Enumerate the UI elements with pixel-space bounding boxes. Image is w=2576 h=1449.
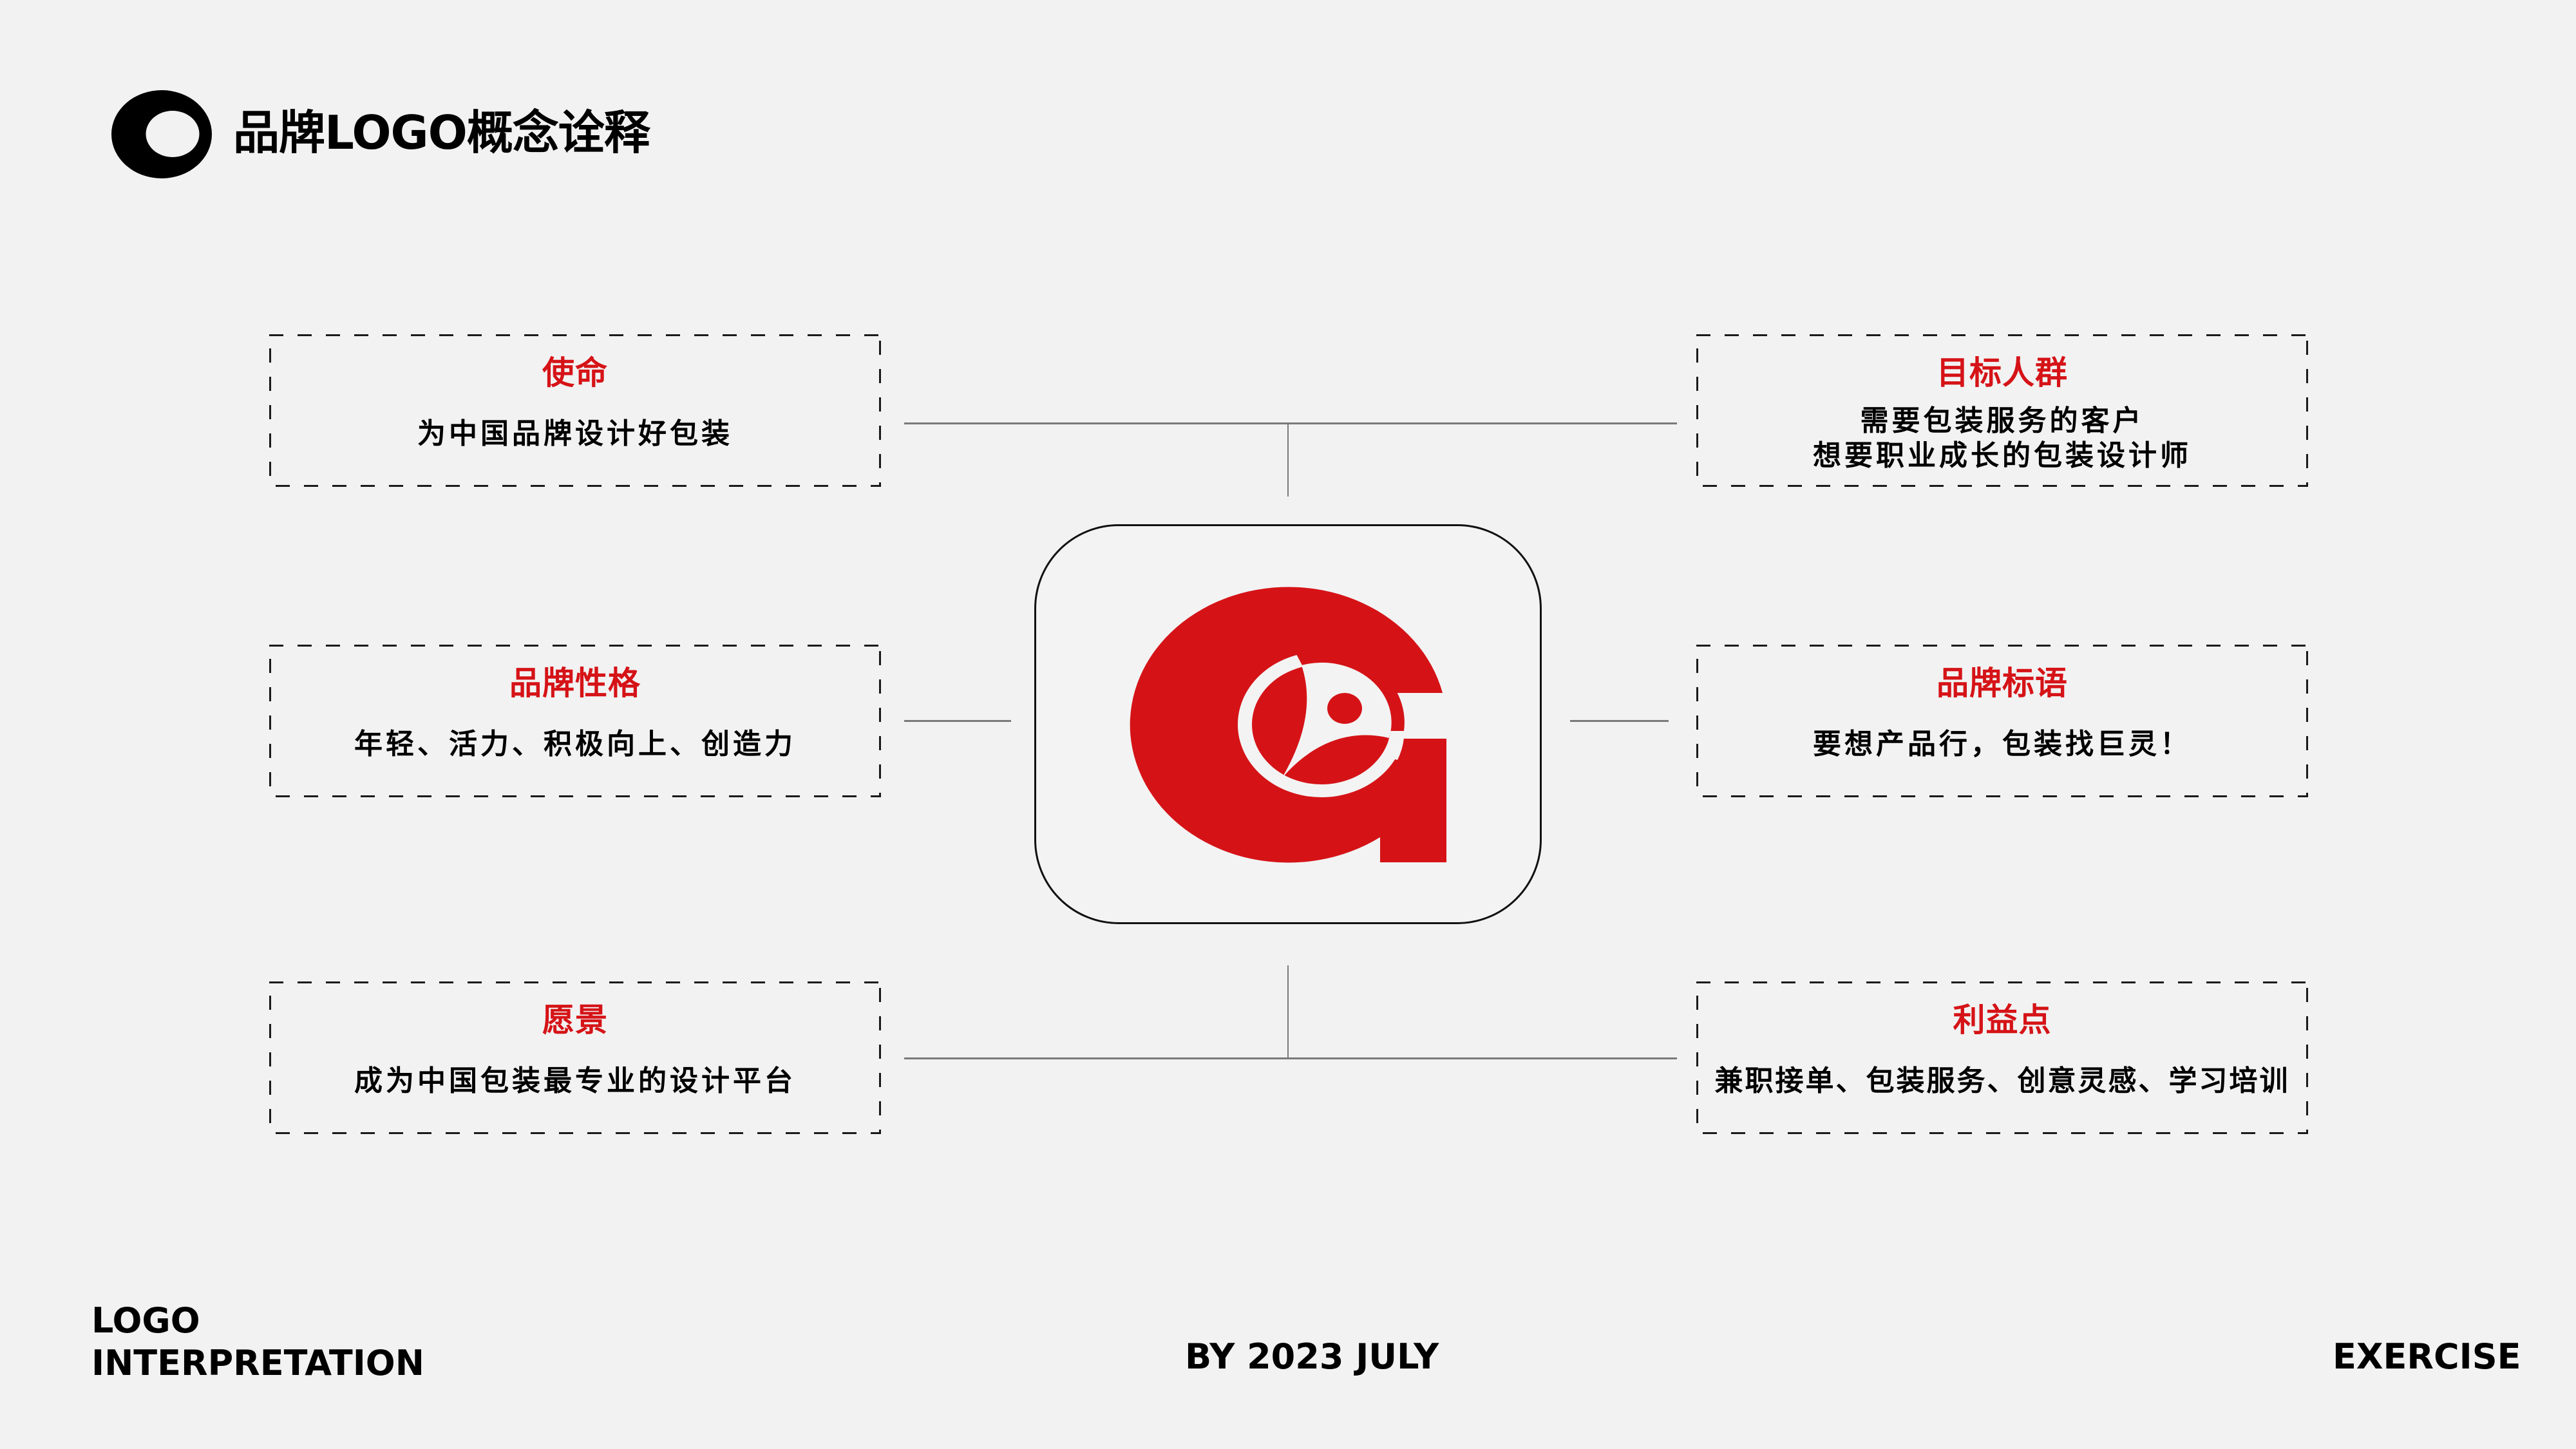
connector-top-vertical	[1287, 423, 1289, 497]
slogan-body: 要想产品行，包装找巨灵！	[1813, 728, 2192, 761]
slogan-title: 品牌标语	[1937, 665, 2068, 702]
target-audience-card: 目标人群 需要包装服务的客户 想要职业成长的包装设计师	[1696, 334, 2308, 487]
connector-middle-right	[1570, 720, 1669, 722]
vision-title: 愿景	[542, 1001, 608, 1039]
vision-card: 愿景 成为中国包装最专业的设计平台	[269, 981, 881, 1134]
connector-bottom-vertical	[1287, 965, 1289, 1058]
personality-body: 年轻、活力、积极向上、创造力	[354, 728, 796, 761]
connector-top-horizontal	[904, 422, 1677, 424]
benefits-card: 利益点 兼职接单、包装服务、创意灵感、学习培训	[1696, 981, 2308, 1134]
footer-right: EXERCISE	[2333, 1336, 2521, 1377]
benefits-body: 兼职接单、包装服务、创意灵感、学习培训	[1714, 1065, 2290, 1097]
mission-title: 使命	[542, 354, 608, 392]
personality-card: 品牌性格 年轻、活力、积极向上、创造力	[269, 645, 881, 797]
connector-middle-left	[904, 720, 1011, 722]
footer-center: BY 2023 JULY	[1185, 1336, 1439, 1377]
mission-card: 使命 为中国品牌设计好包装	[269, 334, 881, 487]
footer-left-line-2: INTERPRETATION	[91, 1343, 424, 1383]
connector-bottom-horizontal	[904, 1057, 1677, 1059]
footer-left-line-1: LOGO	[91, 1300, 200, 1341]
brand-g-logo-icon	[1130, 587, 1455, 863]
benefits-title: 利益点	[1953, 1001, 2052, 1039]
personality-title: 品牌性格	[509, 665, 641, 702]
target-audience-body: 需要包装服务的客户 想要职业成长的包装设计师	[1696, 404, 2308, 473]
slogan-card: 品牌标语 要想产品行，包装找巨灵！	[1696, 645, 2308, 797]
ring-icon	[111, 90, 212, 178]
vision-body: 成为中国包装最专业的设计平台	[354, 1065, 796, 1097]
footer-left: LOGO INTERPRETATION	[91, 1300, 424, 1385]
target-audience-line-2: 想要职业成长的包装设计师	[1813, 439, 2192, 472]
target-audience-title: 目标人群	[1937, 354, 2068, 392]
page-title: 品牌LOGO概念诠释	[233, 106, 650, 160]
mission-body: 为中国品牌设计好包装	[417, 417, 733, 450]
target-audience-line-1: 需要包装服务的客户	[1860, 404, 2145, 437]
